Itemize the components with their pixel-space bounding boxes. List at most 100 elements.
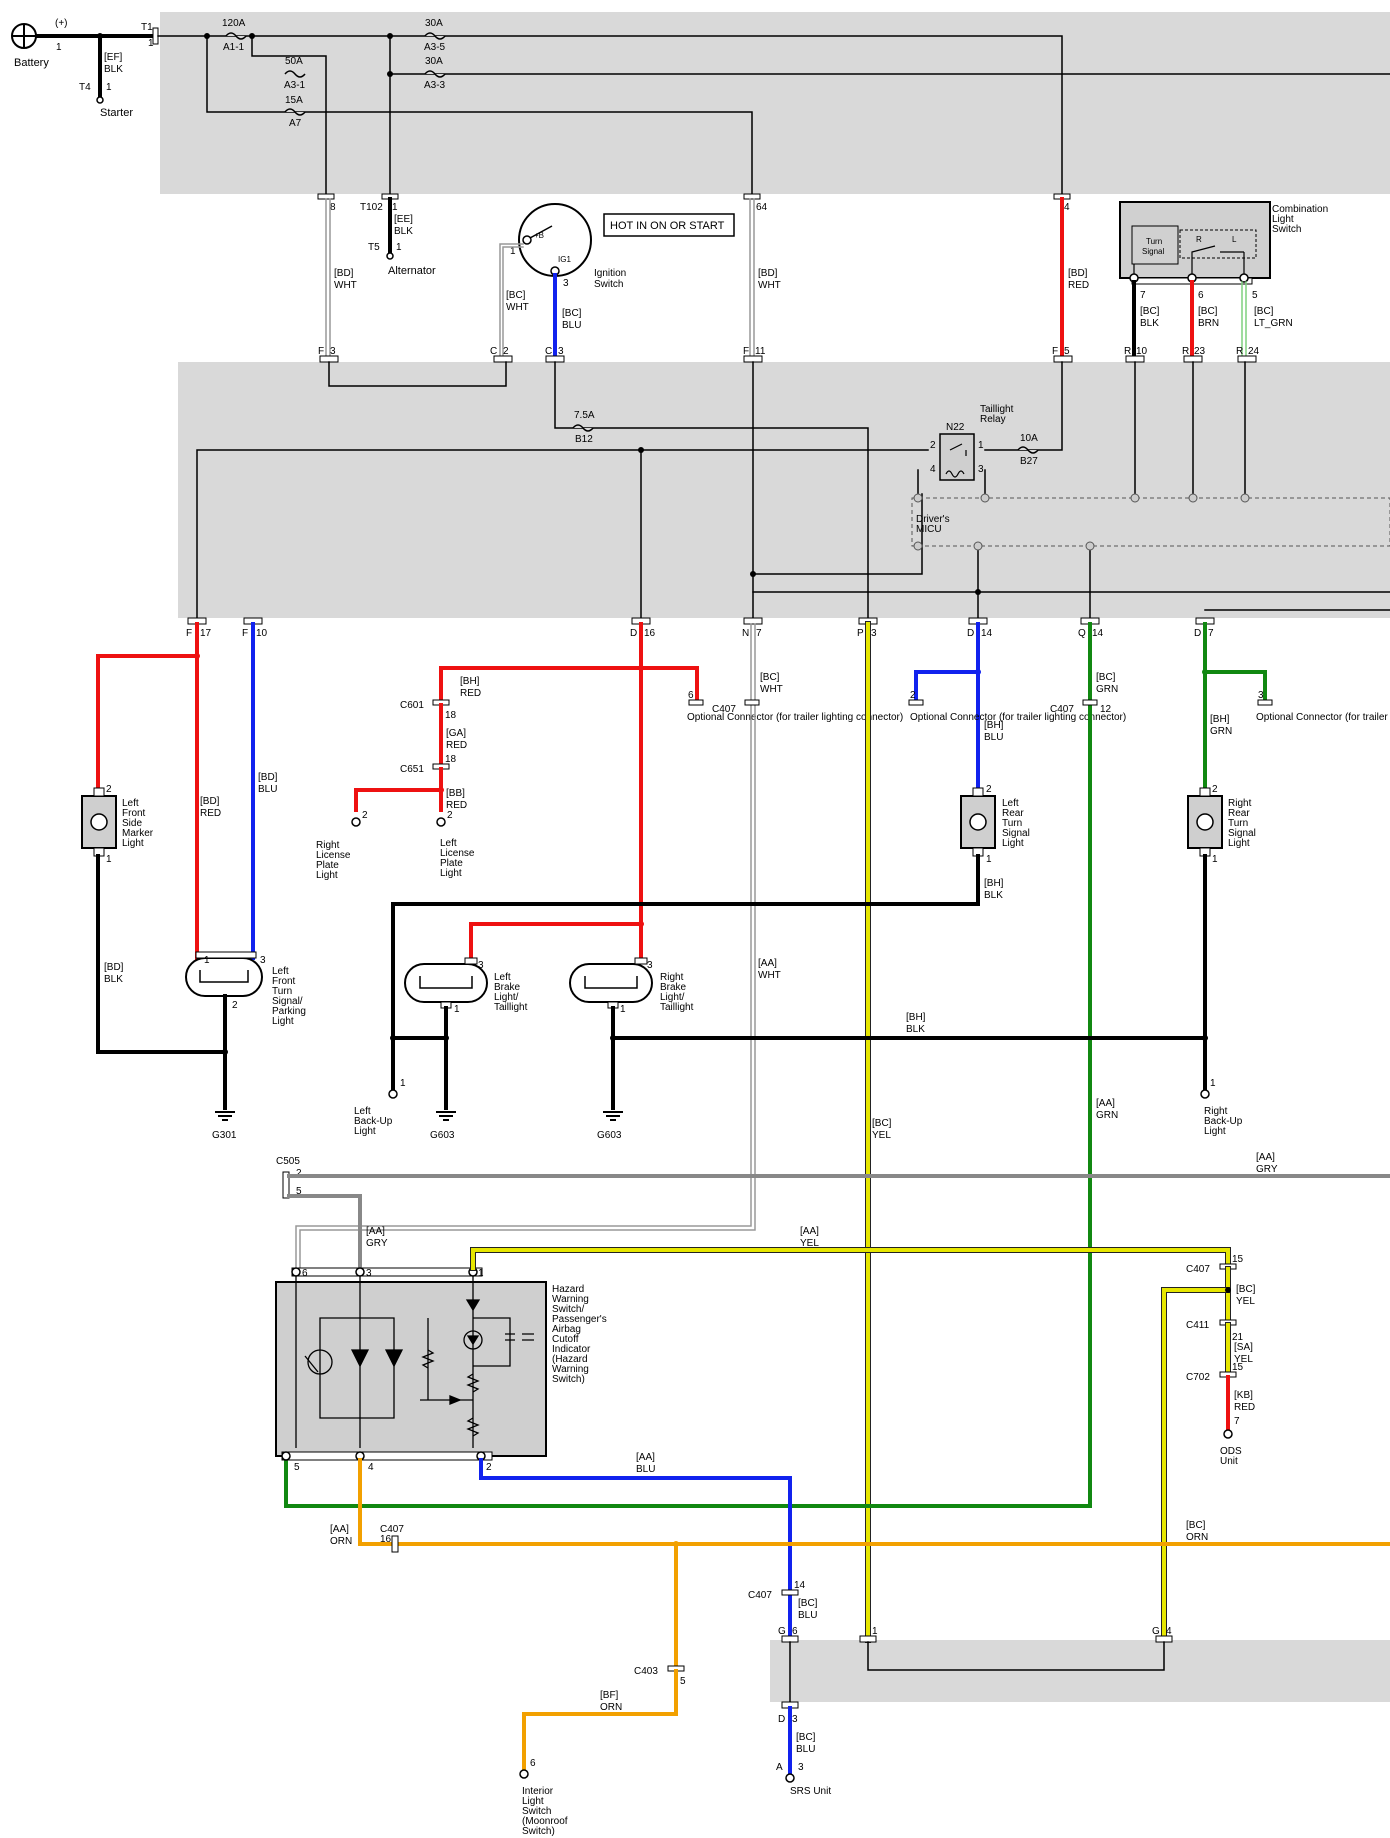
- wire-aa-grn-code: [AA]: [1096, 1098, 1115, 1109]
- wire-bc-ltgrn-code: [BC]: [1254, 306, 1274, 317]
- svg-text:Marker: Marker: [122, 828, 154, 839]
- lbl-pin-3: 3: [478, 960, 484, 971]
- svg-text:Airbag: Airbag: [552, 1324, 581, 1335]
- starter-terminal: [96, 96, 104, 104]
- hazard-pin-3: 3: [366, 1268, 372, 1279]
- rbl-pin-3: 3: [647, 960, 653, 971]
- svg-text:Side: Side: [122, 818, 142, 829]
- svg-text:Light: Light: [1204, 1126, 1226, 1137]
- wire-bh-blu-color: BLU: [984, 732, 1003, 743]
- wire-bd-blk-lfsm: [96, 854, 227, 1054]
- svg-text:Right: Right: [1228, 798, 1252, 809]
- c403-pin: 5: [680, 1676, 686, 1687]
- svg-text:Left: Left: [272, 966, 289, 977]
- combo-r: R: [1196, 235, 1202, 244]
- combo-pin-5: 5: [1252, 290, 1258, 301]
- wire-bc-blk-code: [BC]: [1140, 306, 1160, 317]
- svg-text:Taillight: Taillight: [494, 1002, 528, 1013]
- wire-bh-blk-lrt: [391, 854, 980, 1092]
- wire-bd-wht-code: [BD]: [334, 268, 354, 279]
- opt-pin-6: 6: [688, 690, 694, 701]
- pin-8: 8: [330, 202, 336, 213]
- micu-top-10: 10: [1136, 346, 1148, 357]
- lfsm-label: Left Front Side Marker Light: [122, 798, 154, 849]
- srs-pin-1: 1: [872, 1626, 878, 1637]
- wire-aa-orn-color: ORN: [330, 1536, 352, 1547]
- optional-connector-1-label: Optional Connector (for trailer lighting…: [687, 712, 903, 723]
- relay-pin-1: 1: [978, 440, 984, 451]
- rrt-pin-2: 2: [1212, 784, 1218, 795]
- wire-bh-red-code: [BH]: [460, 676, 480, 687]
- micu-top-11: 11: [755, 346, 766, 357]
- micu-bot-p: P: [857, 628, 864, 639]
- svg-text:Front: Front: [122, 808, 146, 819]
- micu-top-r2: R: [1182, 346, 1189, 357]
- micu-top-24: 24: [1248, 346, 1260, 357]
- wire-bd-red-color: RED: [1068, 280, 1089, 291]
- ignition-label-1: Ignition: [594, 268, 626, 279]
- srs-pin-d: D: [778, 1714, 785, 1725]
- svg-text:Front: Front: [272, 976, 296, 987]
- c702-label: C702: [1186, 1372, 1210, 1383]
- c651-label: C651: [400, 764, 424, 775]
- ground-g301-symbol: [215, 1111, 235, 1121]
- wire-bd-blu-color: BLU: [258, 784, 277, 795]
- wire-bc-wht3-color: WHT: [760, 684, 783, 695]
- svg-text:Warning: Warning: [552, 1294, 589, 1305]
- micu-top-f3: F: [1052, 346, 1058, 357]
- wire-bc-wht-color: WHT: [506, 302, 529, 313]
- svg-text:Light: Light: [1002, 838, 1024, 849]
- ground-g603a-symbol: [436, 1111, 456, 1121]
- relay-pin-3: 3: [978, 464, 984, 475]
- wire-bc-blu-color: BLU: [562, 320, 581, 331]
- micu-bot-17: 17: [200, 628, 212, 639]
- wire-bb-red-code: [BB]: [446, 788, 465, 799]
- svg-text:Turn: Turn: [272, 986, 292, 997]
- wire-bc-grn-color: GRN: [1096, 684, 1118, 695]
- micu-bot-f: F: [186, 628, 192, 639]
- srs-pin-d3: 3: [792, 1714, 798, 1725]
- wire-bd-blk-color: BLK: [104, 974, 123, 985]
- combo-label-3: Switch: [1272, 224, 1301, 235]
- c505-label: C505: [276, 1156, 300, 1167]
- svg-text:Light: Light: [316, 870, 338, 881]
- starter-wire-code: [EF]: [104, 52, 123, 63]
- fuse-a7-id: A7: [289, 118, 302, 129]
- micu-top-connectors: [319, 355, 1257, 363]
- wire-bh-blu-code: [BH]: [984, 720, 1004, 731]
- ground-g603b: G603: [597, 1130, 622, 1141]
- wire-aa-gry-code: [AA]: [1256, 1152, 1275, 1163]
- srs-box: [770, 1640, 1390, 1702]
- hazard-internal: [295, 1276, 534, 1448]
- wire-red-left-brake: [469, 922, 643, 960]
- svg-text:Back-Up: Back-Up: [1204, 1116, 1243, 1127]
- wire-kb-red-code: [KB]: [1234, 1390, 1253, 1401]
- svg-text:Right: Right: [1204, 1106, 1228, 1117]
- turn-signal-label-1: Turn: [1146, 237, 1162, 246]
- right-brake-taillight: [569, 963, 653, 1003]
- ground-g301: G301: [212, 1130, 237, 1141]
- optional-connector-3: [1257, 699, 1273, 706]
- svg-text:Light/: Light/: [660, 992, 685, 1003]
- wire-aa-grn-color: GRN: [1096, 1110, 1118, 1121]
- fuse-b12: [572, 424, 594, 432]
- svg-text:Light: Light: [522, 1796, 544, 1807]
- svg-text:Right: Right: [660, 972, 684, 983]
- fuse-a1-1-id: A1-1: [223, 42, 245, 53]
- fuse-a7-amps: 15A: [285, 95, 303, 106]
- optional-connector-2: [908, 699, 924, 706]
- alternator-pin: 1: [396, 242, 402, 253]
- wire-bd-red-lower-color: RED: [200, 808, 221, 819]
- wire-bc-blu2-color: BLU: [798, 1610, 817, 1621]
- svg-text:Left: Left: [122, 798, 139, 809]
- micu-bot-14b: 14: [1092, 628, 1104, 639]
- combo-pin-7: 7: [1140, 290, 1146, 301]
- srs-pin-a: A: [776, 1762, 783, 1773]
- c505-connector: [282, 1171, 290, 1199]
- wire-ga-red-code: [GA]: [446, 728, 466, 739]
- fuse-b12-id: B12: [575, 434, 593, 445]
- lfsm-pin-1: 1: [106, 854, 112, 865]
- micu-bot-d: D: [630, 628, 637, 639]
- hazard-pin-4: 4: [368, 1462, 374, 1473]
- wire-bc-blu3-code: [BC]: [796, 1732, 816, 1743]
